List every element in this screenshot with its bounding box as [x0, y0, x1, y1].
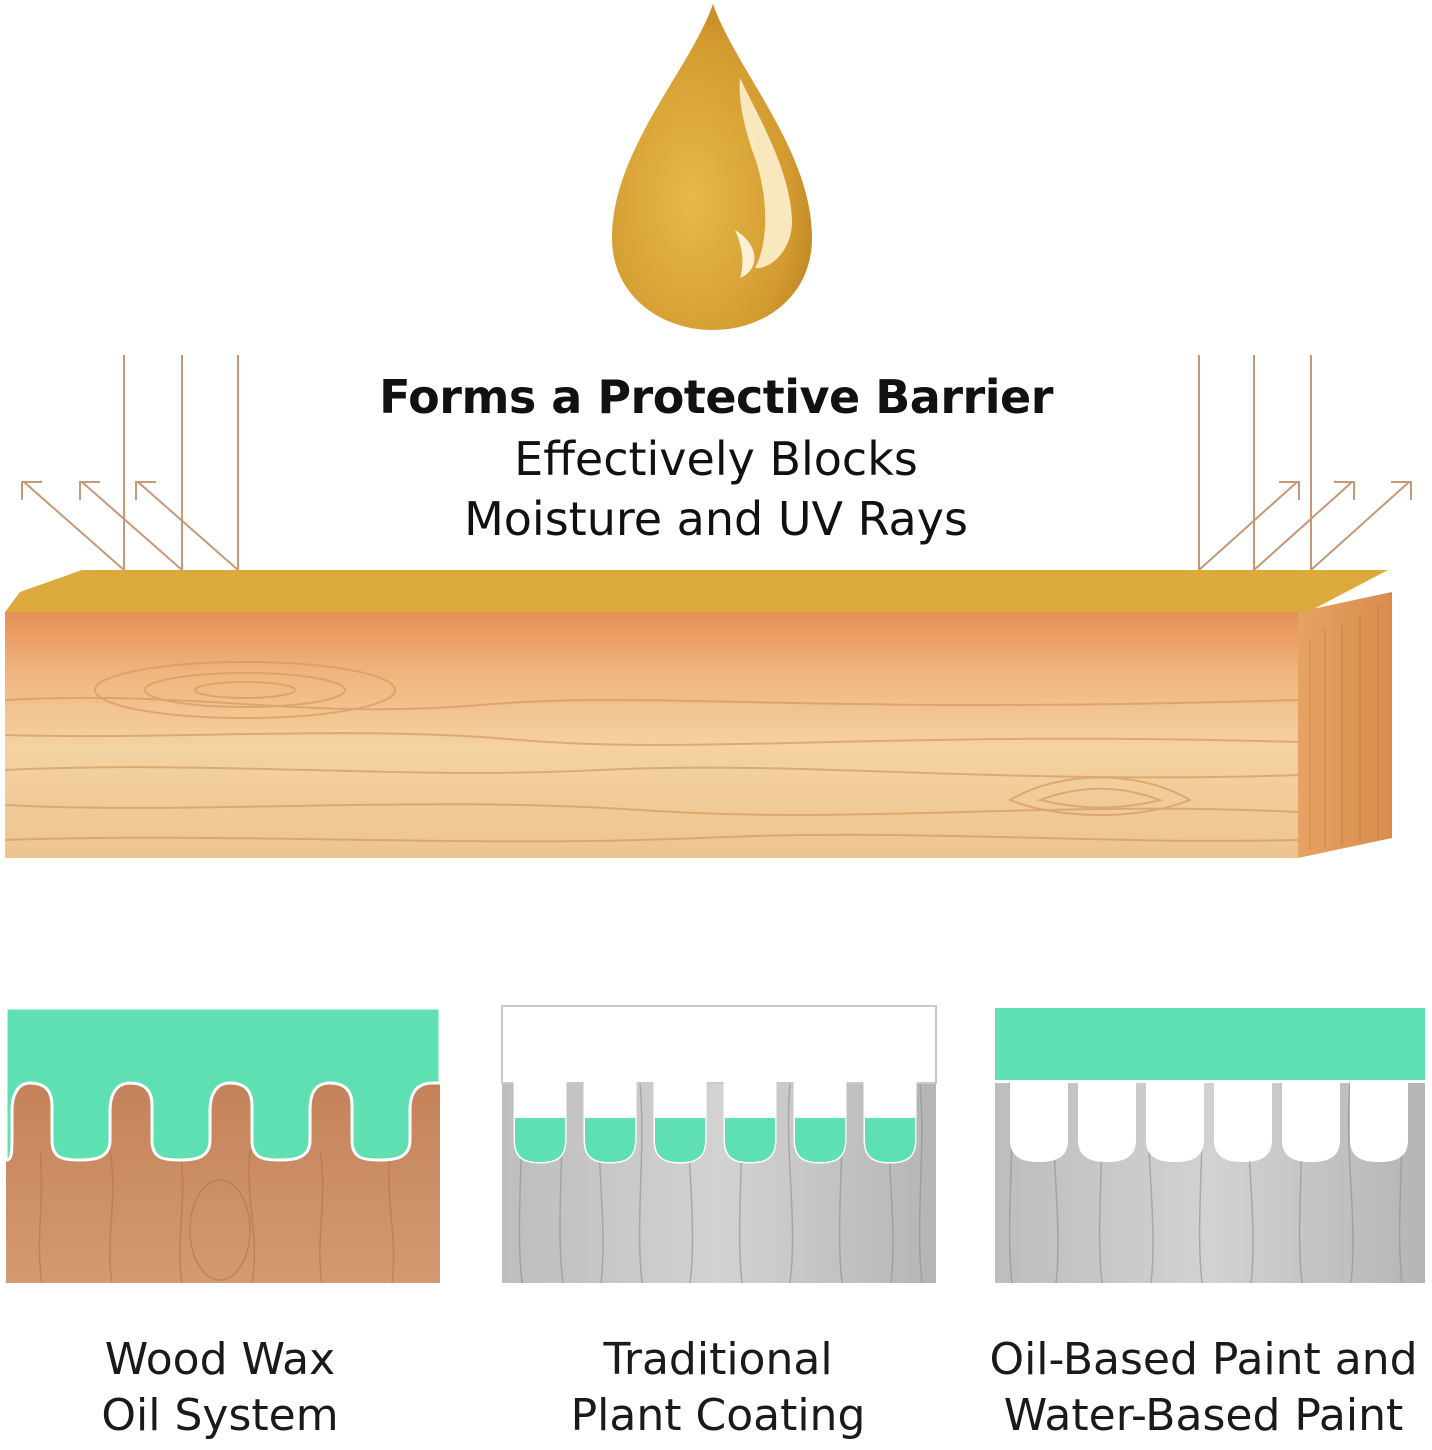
headline-subtitle-line1: Effectively Blocks: [514, 432, 918, 486]
left-ray-arrows: [21, 355, 239, 571]
coating-pockets: [513, 1081, 917, 1164]
caption-line: Plant Coating: [570, 1390, 866, 1441]
headline-subtitle-line2: Moisture and UV Rays: [464, 492, 968, 546]
wood-plank: [4, 570, 1392, 858]
caption-line: Wood Wax: [104, 1334, 336, 1385]
caption-line: Oil-Based Paint and: [989, 1334, 1418, 1385]
wood-grain: [4, 661, 1299, 843]
right-ray-arrows: [1198, 355, 1412, 571]
caption-paint: Oil-Based Paint and Water-Based Paint: [975, 1332, 1432, 1444]
caption-line: Water-Based Paint: [1003, 1390, 1404, 1441]
caption-line: Oil System: [101, 1390, 339, 1441]
panel-wood-wax-oil: [4, 1006, 442, 1284]
panel-paint: [995, 1008, 1425, 1284]
barrier-film: [5, 570, 1388, 612]
caption-plant-coating: Traditional Plant Coating: [498, 1332, 938, 1444]
caption-wood-wax-oil: Wood Wax Oil System: [0, 1332, 440, 1444]
caption-line: Traditional: [603, 1334, 833, 1385]
headline-title: Forms a Protective Barrier: [379, 370, 1053, 424]
empty-pores: [1010, 1083, 1408, 1162]
oil-drop-icon: [612, 4, 812, 330]
panel-plant-coating: [501, 1005, 937, 1284]
